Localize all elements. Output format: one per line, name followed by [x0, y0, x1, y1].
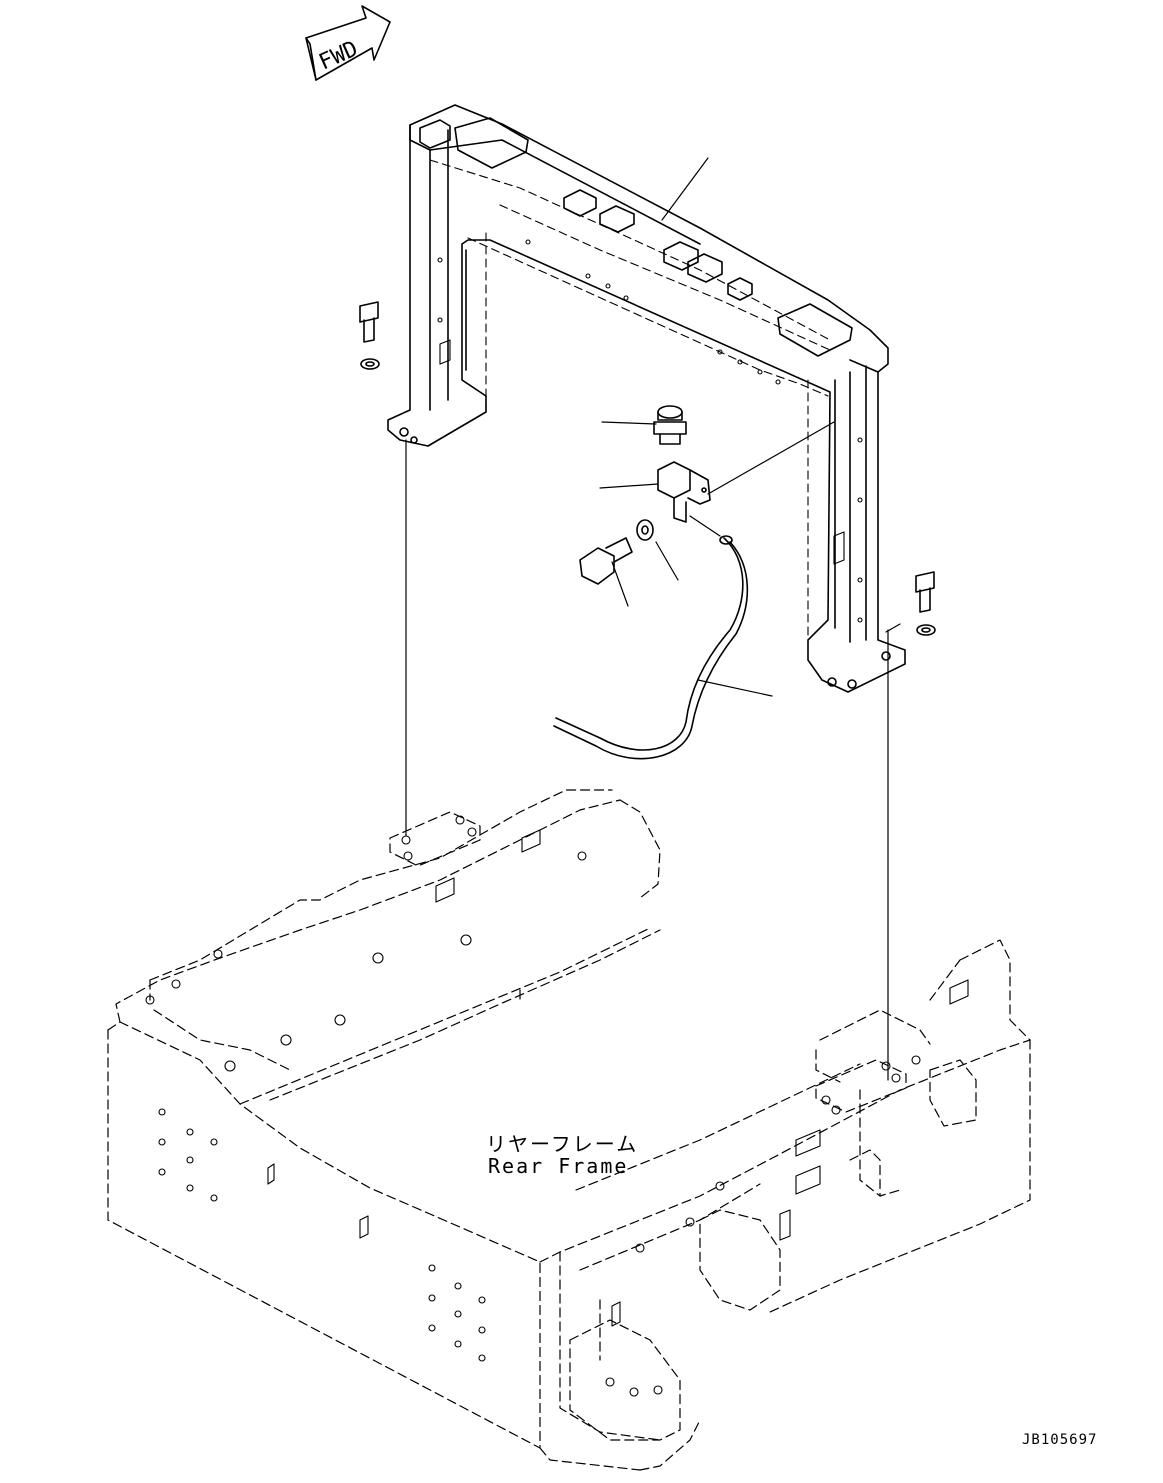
gate-frame-holes: [437, 239, 863, 623]
mounting-bracket-icon: [657, 461, 711, 523]
bolt-left-icon: [359, 301, 380, 370]
fwd-arrow-icon: FWD: [305, 5, 391, 81]
rear-frame-holes: [145, 815, 969, 1397]
gate-frame: [387, 104, 906, 693]
leader-lines: [405, 157, 901, 1081]
drawing-code: JB105697: [1022, 1432, 1098, 1448]
hose-icon: [553, 535, 749, 760]
hex-bolt-icon: [579, 537, 633, 585]
rear-frame-label-jp: リヤーフレーム: [486, 1132, 639, 1156]
pressure-switch-icon: [653, 405, 687, 445]
bolt-right-icon: [915, 571, 936, 636]
fwd-label: FWD: [315, 36, 361, 75]
gate-frame-hidden-lines: [429, 159, 831, 641]
rear-frame-label-en: Rear Frame: [488, 1154, 629, 1178]
rear-frame: [107, 789, 1031, 1471]
washer-icon: [636, 519, 654, 541]
